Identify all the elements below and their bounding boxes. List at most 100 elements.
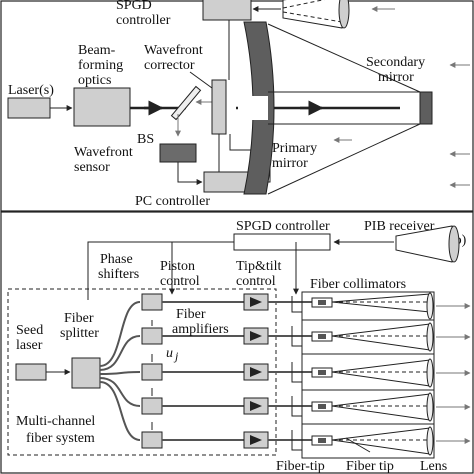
tip-tilt-label-2: control bbox=[236, 274, 276, 289]
panel-b-frame bbox=[0, 211, 474, 474]
fiber-tip-label: Fiber tip bbox=[346, 459, 394, 474]
piston-control-label-1: Piston bbox=[160, 259, 195, 274]
lens-label: Lens bbox=[420, 459, 447, 474]
sensor-to-pc-line bbox=[177, 162, 203, 185]
spgd-control-line bbox=[87, 241, 234, 300]
seed-laser-box bbox=[15, 363, 47, 381]
primary-mirror-label-2: mirror bbox=[272, 156, 308, 171]
beam-splitter bbox=[170, 85, 202, 121]
tiptilt-ctrl-1 bbox=[291, 296, 302, 313]
phase-shifter-column bbox=[141, 293, 163, 449]
amplifier-3-triangle bbox=[250, 367, 262, 377]
collimator-channel-2 bbox=[311, 322, 434, 352]
beam-forming-label-3: optics bbox=[78, 73, 111, 88]
tiptilt-ctrl-2 bbox=[291, 326, 302, 347]
fiber-ch4 bbox=[99, 377, 141, 407]
fiber-ch5 bbox=[99, 381, 141, 441]
spgd-controller-a-label-2: controller bbox=[116, 13, 171, 28]
fiber-tip-core-5 bbox=[318, 438, 326, 443]
fiber-tip-leader bbox=[345, 437, 371, 453]
collimator-channel-3 bbox=[311, 358, 434, 388]
fiber-amplifiers-label-2: amplifiers bbox=[172, 322, 229, 337]
wavefront-corrector-box bbox=[211, 79, 227, 135]
fiber-splitter-label-2: splitter bbox=[60, 326, 99, 341]
piston-control-label-2: control bbox=[160, 274, 200, 289]
primary-mirror-hole bbox=[238, 96, 268, 120]
telescope-ray-top bbox=[267, 23, 421, 93]
phase-shifter-4 bbox=[141, 397, 163, 415]
primary-mirror-label-1: Primary bbox=[272, 141, 317, 156]
phase-shifter-1 bbox=[141, 293, 163, 311]
fiber-ch3 bbox=[99, 371, 141, 375]
fiber-tip-core-1 bbox=[318, 300, 326, 305]
spgd-controller-a-box bbox=[202, 0, 252, 21]
amplifier-1-triangle bbox=[250, 297, 262, 307]
amplifier-4-triangle bbox=[250, 401, 262, 411]
lens-3 bbox=[426, 358, 434, 388]
u-label: u bbox=[166, 346, 173, 361]
bs-label: BS bbox=[137, 132, 154, 147]
fiber-tip-positioner-label: Fiber-tip bbox=[276, 459, 325, 474]
pib-telescope bbox=[395, 225, 453, 263]
wavefront-corrector-label-1: Wavefront bbox=[144, 43, 203, 58]
receiver-a-dash-2 bbox=[282, 11, 343, 23]
pib-lens bbox=[448, 225, 460, 263]
laser-box bbox=[7, 97, 51, 119]
cone-2 bbox=[331, 323, 431, 351]
telescope-ray-bottom bbox=[267, 123, 421, 195]
amplifier-2-triangle bbox=[250, 331, 262, 341]
fiber-amplifiers-label-1: Fiber bbox=[176, 307, 206, 322]
beam-forming-label-2: forming bbox=[78, 58, 123, 73]
collimator-channel-5 bbox=[311, 426, 434, 456]
fiber-tip-core-4 bbox=[318, 404, 326, 409]
collimator-frame bbox=[301, 291, 435, 459]
cone-3 bbox=[331, 359, 431, 387]
wavefront-sensor-box bbox=[159, 143, 197, 163]
wavefront-sensor-label-2: sensor bbox=[74, 160, 110, 175]
lens-5 bbox=[426, 426, 434, 456]
secondary-mirror-label-2: mirror bbox=[378, 70, 414, 85]
u-sub-label: j bbox=[173, 349, 179, 363]
wavefront-corrector-label-2: corrector bbox=[144, 58, 195, 73]
secondary-mirror bbox=[419, 91, 433, 125]
tiptilt-ctrl-5 bbox=[291, 430, 302, 451]
corrector-leader-line bbox=[189, 71, 213, 89]
phase-shifter-5 bbox=[141, 431, 163, 449]
tiptilt-ctrl-3 bbox=[291, 362, 302, 383]
pib-receiver-label: PIB receiver bbox=[364, 219, 435, 234]
spgd-controller-b-label: SPGD controller bbox=[236, 219, 330, 234]
fiber-tip-core-3 bbox=[318, 370, 326, 375]
pc-controller-label: PC controller bbox=[135, 194, 210, 209]
tip-tilt-label-1: Tip&tilt bbox=[236, 259, 282, 274]
wavefront-sensor-label-1: Wavefront bbox=[74, 145, 133, 160]
cone-1 bbox=[331, 293, 431, 313]
spgd-controller-b-box bbox=[233, 233, 331, 251]
fiber-splitter-label-1: Fiber bbox=[64, 311, 94, 326]
multichannel-label-2: fiber system bbox=[26, 431, 95, 446]
phase-shifters-label-2: shifters bbox=[98, 267, 139, 282]
phase-shifter-2 bbox=[141, 327, 163, 345]
seed-laser-label-2: laser bbox=[16, 338, 43, 353]
fiber-splitter-box bbox=[71, 357, 101, 389]
lens-1 bbox=[426, 292, 434, 320]
fiber-collimators-label: Fiber collimators bbox=[310, 277, 406, 292]
laser-label: Laser(s) bbox=[8, 83, 54, 98]
receiver-a-dash-1 bbox=[282, 0, 325, 9]
lens-4 bbox=[426, 392, 434, 422]
amplifier-column bbox=[243, 293, 269, 449]
spgd-controller-a-label-1: SPGD bbox=[116, 0, 152, 13]
amplifier-5-triangle bbox=[250, 435, 262, 445]
secondary-mirror-label-1: Secondary bbox=[366, 55, 425, 70]
tiptilt-ctrl-4 bbox=[291, 396, 302, 417]
cone-5 bbox=[331, 427, 431, 455]
receiver-a-lens bbox=[338, 0, 350, 29]
fiber-ch1 bbox=[99, 301, 141, 367]
cone-4 bbox=[331, 393, 431, 421]
beam-forming-label-1: Beam- bbox=[78, 43, 116, 58]
beam-forming-box bbox=[73, 87, 131, 127]
collimator-channel-1 bbox=[311, 292, 434, 320]
phase-shifters-label-1: Phase bbox=[100, 252, 133, 267]
fiber-tip-core-2 bbox=[318, 334, 326, 339]
seed-laser-label-1: Seed bbox=[16, 323, 43, 338]
